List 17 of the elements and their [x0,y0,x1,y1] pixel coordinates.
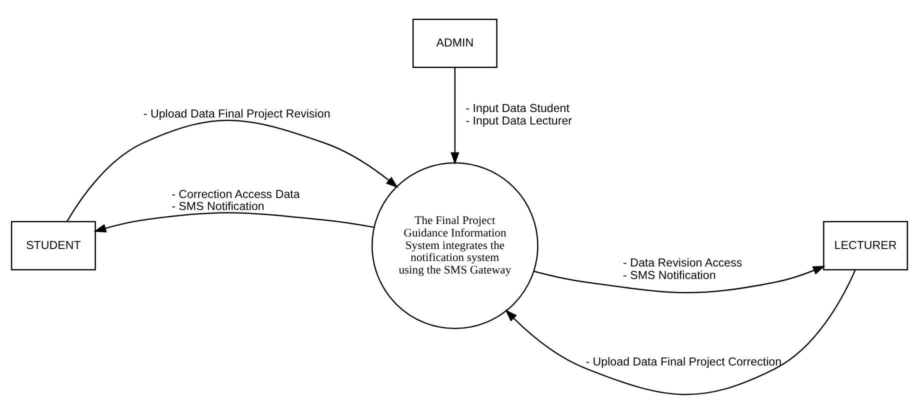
arrow [534,266,826,294]
node-box: STUDENT [10,221,96,270]
edge-label: - Input Data Student [466,102,570,116]
edge-label: - SMS Notification [623,269,716,282]
edge-label: - Upload Data Final Project Correction [586,355,782,368]
edge-label: - Data Revision Access [623,256,742,270]
node-box: LECTURER [823,221,908,270]
edge-label: - SMS Notification [172,200,264,214]
arrow [505,270,856,396]
node-circle: The Final Project Guidance Information System integrates the notification system using the SMS Gateway [371,162,538,330]
edge-label: - Upload Data Final Project Revision [143,107,330,120]
node-box: ADMIN [412,18,498,68]
arrow [66,120,398,222]
arrow [450,68,460,165]
edge-label: - Correction Access Data [172,188,300,201]
edge-label: - Input Data Lecturer [466,114,572,128]
arrow [94,212,374,232]
